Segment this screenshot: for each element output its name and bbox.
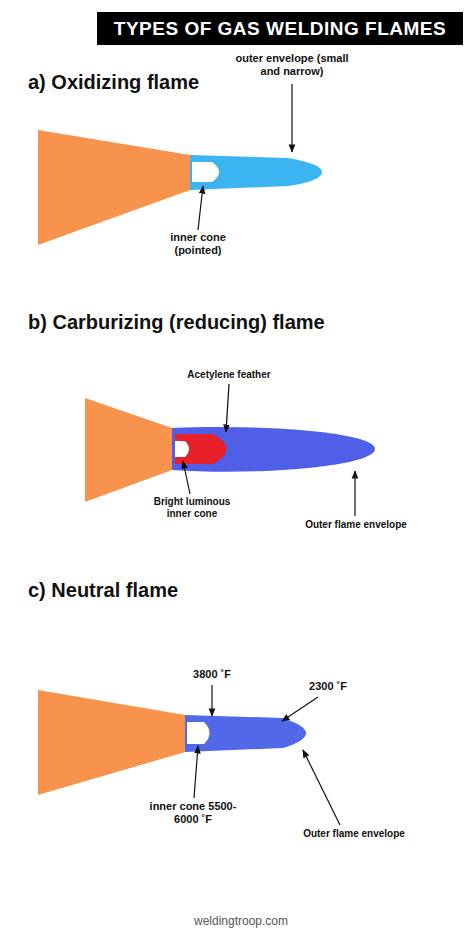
carburizing-flame: [85, 398, 375, 502]
leader-arrows: [183, 84, 355, 825]
callout-label: Outer flame envelope: [286, 519, 426, 531]
callout-label: Bright luminous inner cone: [146, 496, 238, 520]
callout-label: outer envelope (small and narrow): [232, 52, 352, 78]
section-heading: c) Neutral flame: [28, 578, 448, 602]
title-bar: TYPES OF GAS WELDING FLAMES: [97, 12, 463, 45]
oxidizing-flame: [38, 130, 322, 245]
callout-label: Acetylene feather: [168, 369, 290, 381]
section-heading: a) Oxidizing flame: [28, 70, 448, 94]
temperature-label: inner cone 5500-6000 ˚F: [140, 800, 246, 826]
watermark: weldingtroop.com: [4, 914, 474, 928]
callout-label: inner cone (pointed): [152, 231, 244, 257]
title-text: TYPES OF GAS WELDING FLAMES: [114, 18, 446, 40]
callout-label: Outer flame envelope: [284, 828, 424, 840]
temperature-label: 3800 ˚F: [174, 668, 250, 681]
section-heading: b) Carburizing (reducing) flame: [28, 310, 468, 334]
temperature-label: 2300 ˚F: [290, 680, 366, 693]
neutral-flame: [38, 690, 306, 795]
